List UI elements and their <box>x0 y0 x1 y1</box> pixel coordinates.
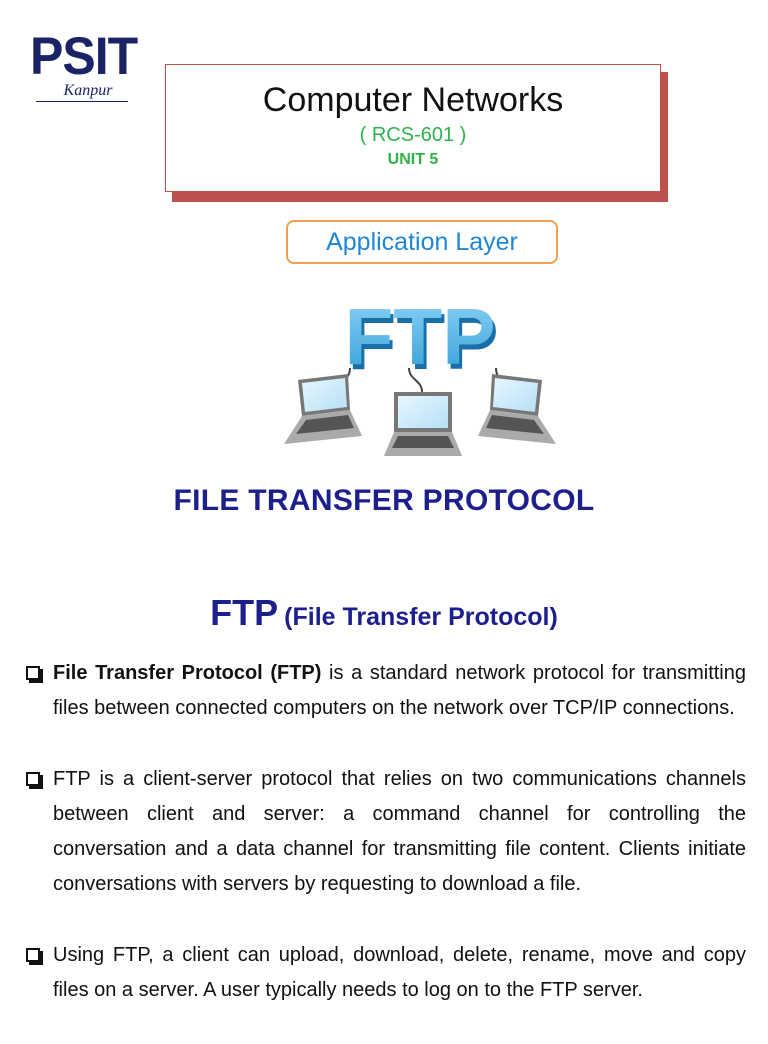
unit-label: UNIT 5 <box>387 151 439 168</box>
sub-heading-abbr: FTP <box>210 592 279 633</box>
ftp-text: FTP <box>344 292 495 381</box>
laptop-left-icon <box>284 374 362 444</box>
logo-underline <box>36 101 128 102</box>
bullet-list: File Transfer Protocol (FTP) is a standa… <box>26 656 746 1044</box>
section-heading: FILE TRANSFER PROTOCOL <box>173 484 595 517</box>
checkbox-bullet-icon <box>26 948 40 962</box>
bullet-item: Using FTP, a client can upload, download… <box>26 938 746 1008</box>
laptop-right-icon <box>478 374 556 444</box>
ftp-laptops-illustration: FTP FTP <box>284 292 556 456</box>
course-title: Computer Networks <box>262 81 564 119</box>
laptop-middle-icon <box>384 392 462 456</box>
bullet-text: Using FTP, a client can upload, download… <box>53 944 746 1001</box>
bullet-text: FTP is a client-server protocol that rel… <box>53 768 746 895</box>
psit-logo: PSIT Kanpur <box>24 26 138 112</box>
sub-heading-full: (File Transfer Protocol) <box>284 603 558 631</box>
title-box: Computer Networks ( RCS-601 ) UNIT 5 <box>165 64 661 192</box>
bullet-text: is a standard network protocol for trans… <box>53 662 746 719</box>
logo-subtext: Kanpur <box>63 82 113 99</box>
checkbox-bullet-icon <box>26 772 40 786</box>
ftp-shadow-text: FTP <box>347 297 498 386</box>
course-code: ( RCS-601 ) <box>359 124 467 146</box>
checkbox-bullet-icon <box>26 666 40 680</box>
bullet-item: FTP is a client-server protocol that rel… <box>26 762 746 902</box>
bullet-item: File Transfer Protocol (FTP) is a standa… <box>26 656 746 726</box>
layer-badge: Application Layer <box>286 220 558 264</box>
logo-text: PSIT <box>30 26 138 86</box>
sub-heading: FTP(File Transfer Protocol) <box>0 592 768 634</box>
bullet-bold: File Transfer Protocol (FTP) <box>53 662 322 684</box>
